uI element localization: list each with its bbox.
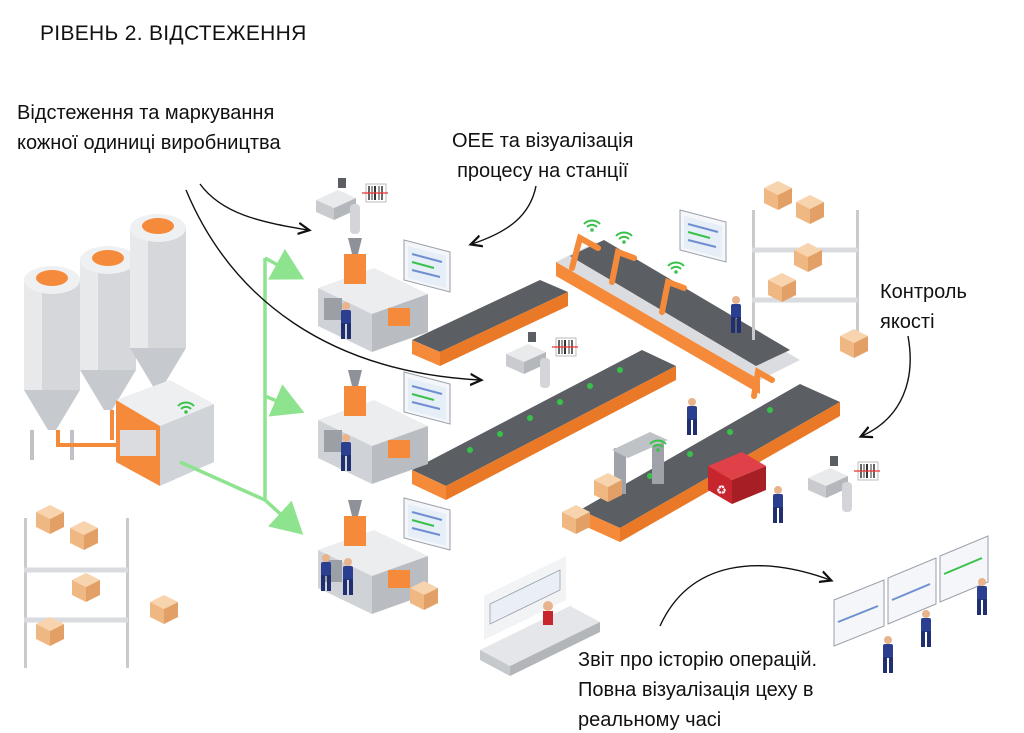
shelf-left (24, 505, 129, 668)
robot-arms (569, 233, 775, 399)
label-operations-report: Звіт про історію операцій. Повна візуалі… (578, 649, 818, 731)
pallet-box-icon (150, 595, 178, 624)
conveyor-upper (412, 280, 568, 366)
wifi-icon (667, 261, 685, 275)
silo (80, 246, 136, 410)
monitor-icon (679, 209, 727, 263)
shelf-right (752, 181, 859, 340)
label-tracking: Відстеження та маркування кожної одиниці… (17, 102, 281, 154)
mixer-unit (116, 380, 214, 486)
worker (687, 398, 697, 435)
wifi-icon (615, 231, 633, 245)
monitor-icon (403, 371, 451, 425)
conveyor-robot-line (556, 240, 800, 394)
barcode-scanner-icon (807, 455, 881, 513)
wifi-icon (583, 219, 601, 233)
worker (921, 610, 931, 647)
monitor-icon (403, 497, 451, 551)
label-oee: OEE та візуалізація процесу на станції (452, 130, 634, 182)
worker (883, 636, 893, 673)
conveyor-middle (412, 350, 676, 500)
barcode-scanner-icon (505, 331, 579, 389)
page-title: РІВЕНЬ 2. ВІДСТЕЖЕННЯ (40, 22, 307, 45)
silo (130, 214, 186, 388)
barcode-scanner-icon (315, 177, 389, 235)
annotation-arrows (185, 183, 911, 627)
pallet-box-icon (840, 329, 868, 358)
label-quality-control: Контроль якості (880, 281, 967, 333)
silo (24, 266, 80, 460)
worker (977, 578, 987, 615)
green-connectors (179, 248, 305, 535)
recycle-icon: ♻ (716, 483, 727, 497)
control-room (480, 556, 600, 676)
dashboard-wall (833, 535, 989, 647)
product-markers (467, 367, 773, 479)
silo-group (24, 214, 214, 486)
reject-bin: ♻ (708, 452, 766, 504)
monitor-icon (403, 239, 451, 293)
worker (773, 486, 783, 523)
